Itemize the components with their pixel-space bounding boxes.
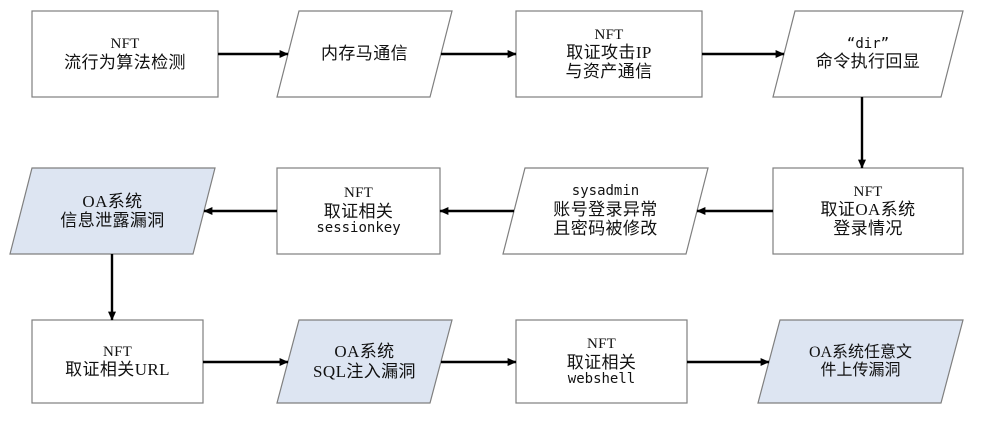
flow-node-n12[interactable]	[757, 319, 964, 404]
flow-node-n5[interactable]	[772, 167, 964, 255]
flow-node-n11[interactable]	[515, 319, 688, 404]
flow-node-n4[interactable]	[772, 10, 964, 98]
flow-node-n2[interactable]	[276, 10, 453, 98]
flow-node-n1[interactable]	[31, 10, 219, 98]
flow-node-n3[interactable]	[515, 10, 703, 98]
flow-node-n7[interactable]	[276, 167, 441, 255]
flow-node-n10[interactable]	[276, 319, 453, 404]
flow-node-n9[interactable]	[31, 319, 204, 404]
flow-node-n6[interactable]	[502, 167, 709, 255]
flow-node-n8[interactable]	[9, 167, 216, 255]
